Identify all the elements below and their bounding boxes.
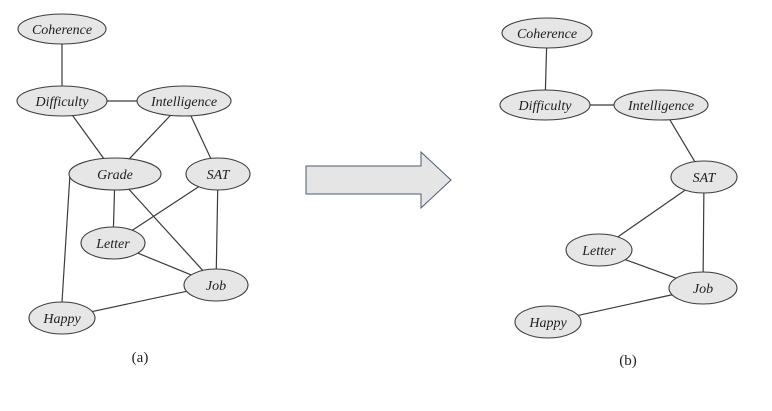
node-label: Letter bbox=[95, 237, 130, 252]
node-letter: Letter bbox=[80, 226, 146, 260]
node-label: Difficulty bbox=[518, 99, 573, 114]
node-ellipse bbox=[16, 85, 108, 117]
node-label: Intelligence bbox=[150, 95, 217, 110]
node-ellipse bbox=[670, 160, 738, 194]
edge-grade-letter bbox=[112, 189, 116, 228]
node-ellipse bbox=[514, 305, 582, 339]
node-grade: Grade bbox=[68, 157, 162, 191]
edge-intelligence-sat bbox=[190, 115, 212, 159]
edge-sat-letter bbox=[132, 186, 199, 231]
node-label: Intelligence bbox=[627, 99, 694, 114]
edge-job-happy bbox=[577, 294, 673, 316]
node-label: Coherence bbox=[517, 27, 577, 42]
node-difficulty: Difficulty bbox=[499, 89, 591, 121]
node-coherence: Coherence bbox=[17, 13, 107, 45]
edge-sat-job bbox=[215, 189, 219, 270]
edge-sat-job bbox=[702, 192, 705, 273]
node-label: Job bbox=[206, 279, 226, 294]
node-ellipse bbox=[565, 233, 633, 267]
node-job: Job bbox=[183, 268, 249, 302]
node-coherence: Coherence bbox=[501, 17, 593, 49]
graph-a-caption: (a) bbox=[132, 350, 149, 366]
node-ellipse bbox=[668, 271, 738, 305]
node-label: Difficulty bbox=[35, 95, 90, 110]
edge-difficulty-grade bbox=[72, 115, 105, 159]
node-sat: SAT bbox=[185, 157, 251, 191]
node-label: Happy bbox=[42, 312, 81, 327]
graph-b-caption: (b) bbox=[619, 353, 637, 369]
node-label: Letter bbox=[581, 244, 616, 259]
right-arrow-icon bbox=[305, 150, 452, 210]
edge-grade-happy bbox=[61, 173, 71, 303]
node-label: Grade bbox=[97, 168, 133, 183]
node-ellipse bbox=[80, 226, 146, 260]
node-difficulty: Difficulty bbox=[16, 85, 108, 117]
node-letter: Letter bbox=[565, 233, 633, 267]
edge-intelligence-grade bbox=[128, 114, 171, 160]
edge-letter-job bbox=[625, 259, 677, 279]
edge-grade-job bbox=[128, 188, 204, 271]
node-ellipse bbox=[183, 268, 249, 302]
edge-letter-job bbox=[137, 252, 192, 276]
node-happy: Happy bbox=[514, 305, 582, 339]
node-ellipse bbox=[28, 301, 96, 335]
node-ellipse bbox=[17, 13, 107, 45]
node-label: Coherence bbox=[32, 23, 92, 38]
node-happy: Happy bbox=[28, 301, 96, 335]
node-ellipse bbox=[185, 157, 251, 191]
graph-b-edges bbox=[544, 47, 705, 316]
graph-a-edges bbox=[61, 44, 219, 313]
node-ellipse bbox=[613, 89, 709, 121]
node-ellipse bbox=[499, 89, 591, 121]
node-label: Job bbox=[693, 282, 713, 297]
node-label: SAT bbox=[693, 171, 717, 186]
node-sat: SAT bbox=[670, 160, 738, 194]
node-label: Happy bbox=[528, 316, 567, 331]
edge-job-happy bbox=[92, 290, 187, 313]
node-job: Job bbox=[668, 271, 738, 305]
edge-sat-letter bbox=[617, 189, 686, 238]
node-label: SAT bbox=[207, 168, 231, 183]
node-intelligence: Intelligence bbox=[613, 89, 709, 121]
edge-coherence-difficulty bbox=[544, 47, 548, 91]
node-ellipse bbox=[136, 85, 232, 117]
node-ellipse bbox=[501, 17, 593, 49]
edge-intelligence-sat bbox=[669, 119, 696, 162]
node-ellipse bbox=[68, 157, 162, 191]
node-intelligence: Intelligence bbox=[136, 85, 232, 117]
